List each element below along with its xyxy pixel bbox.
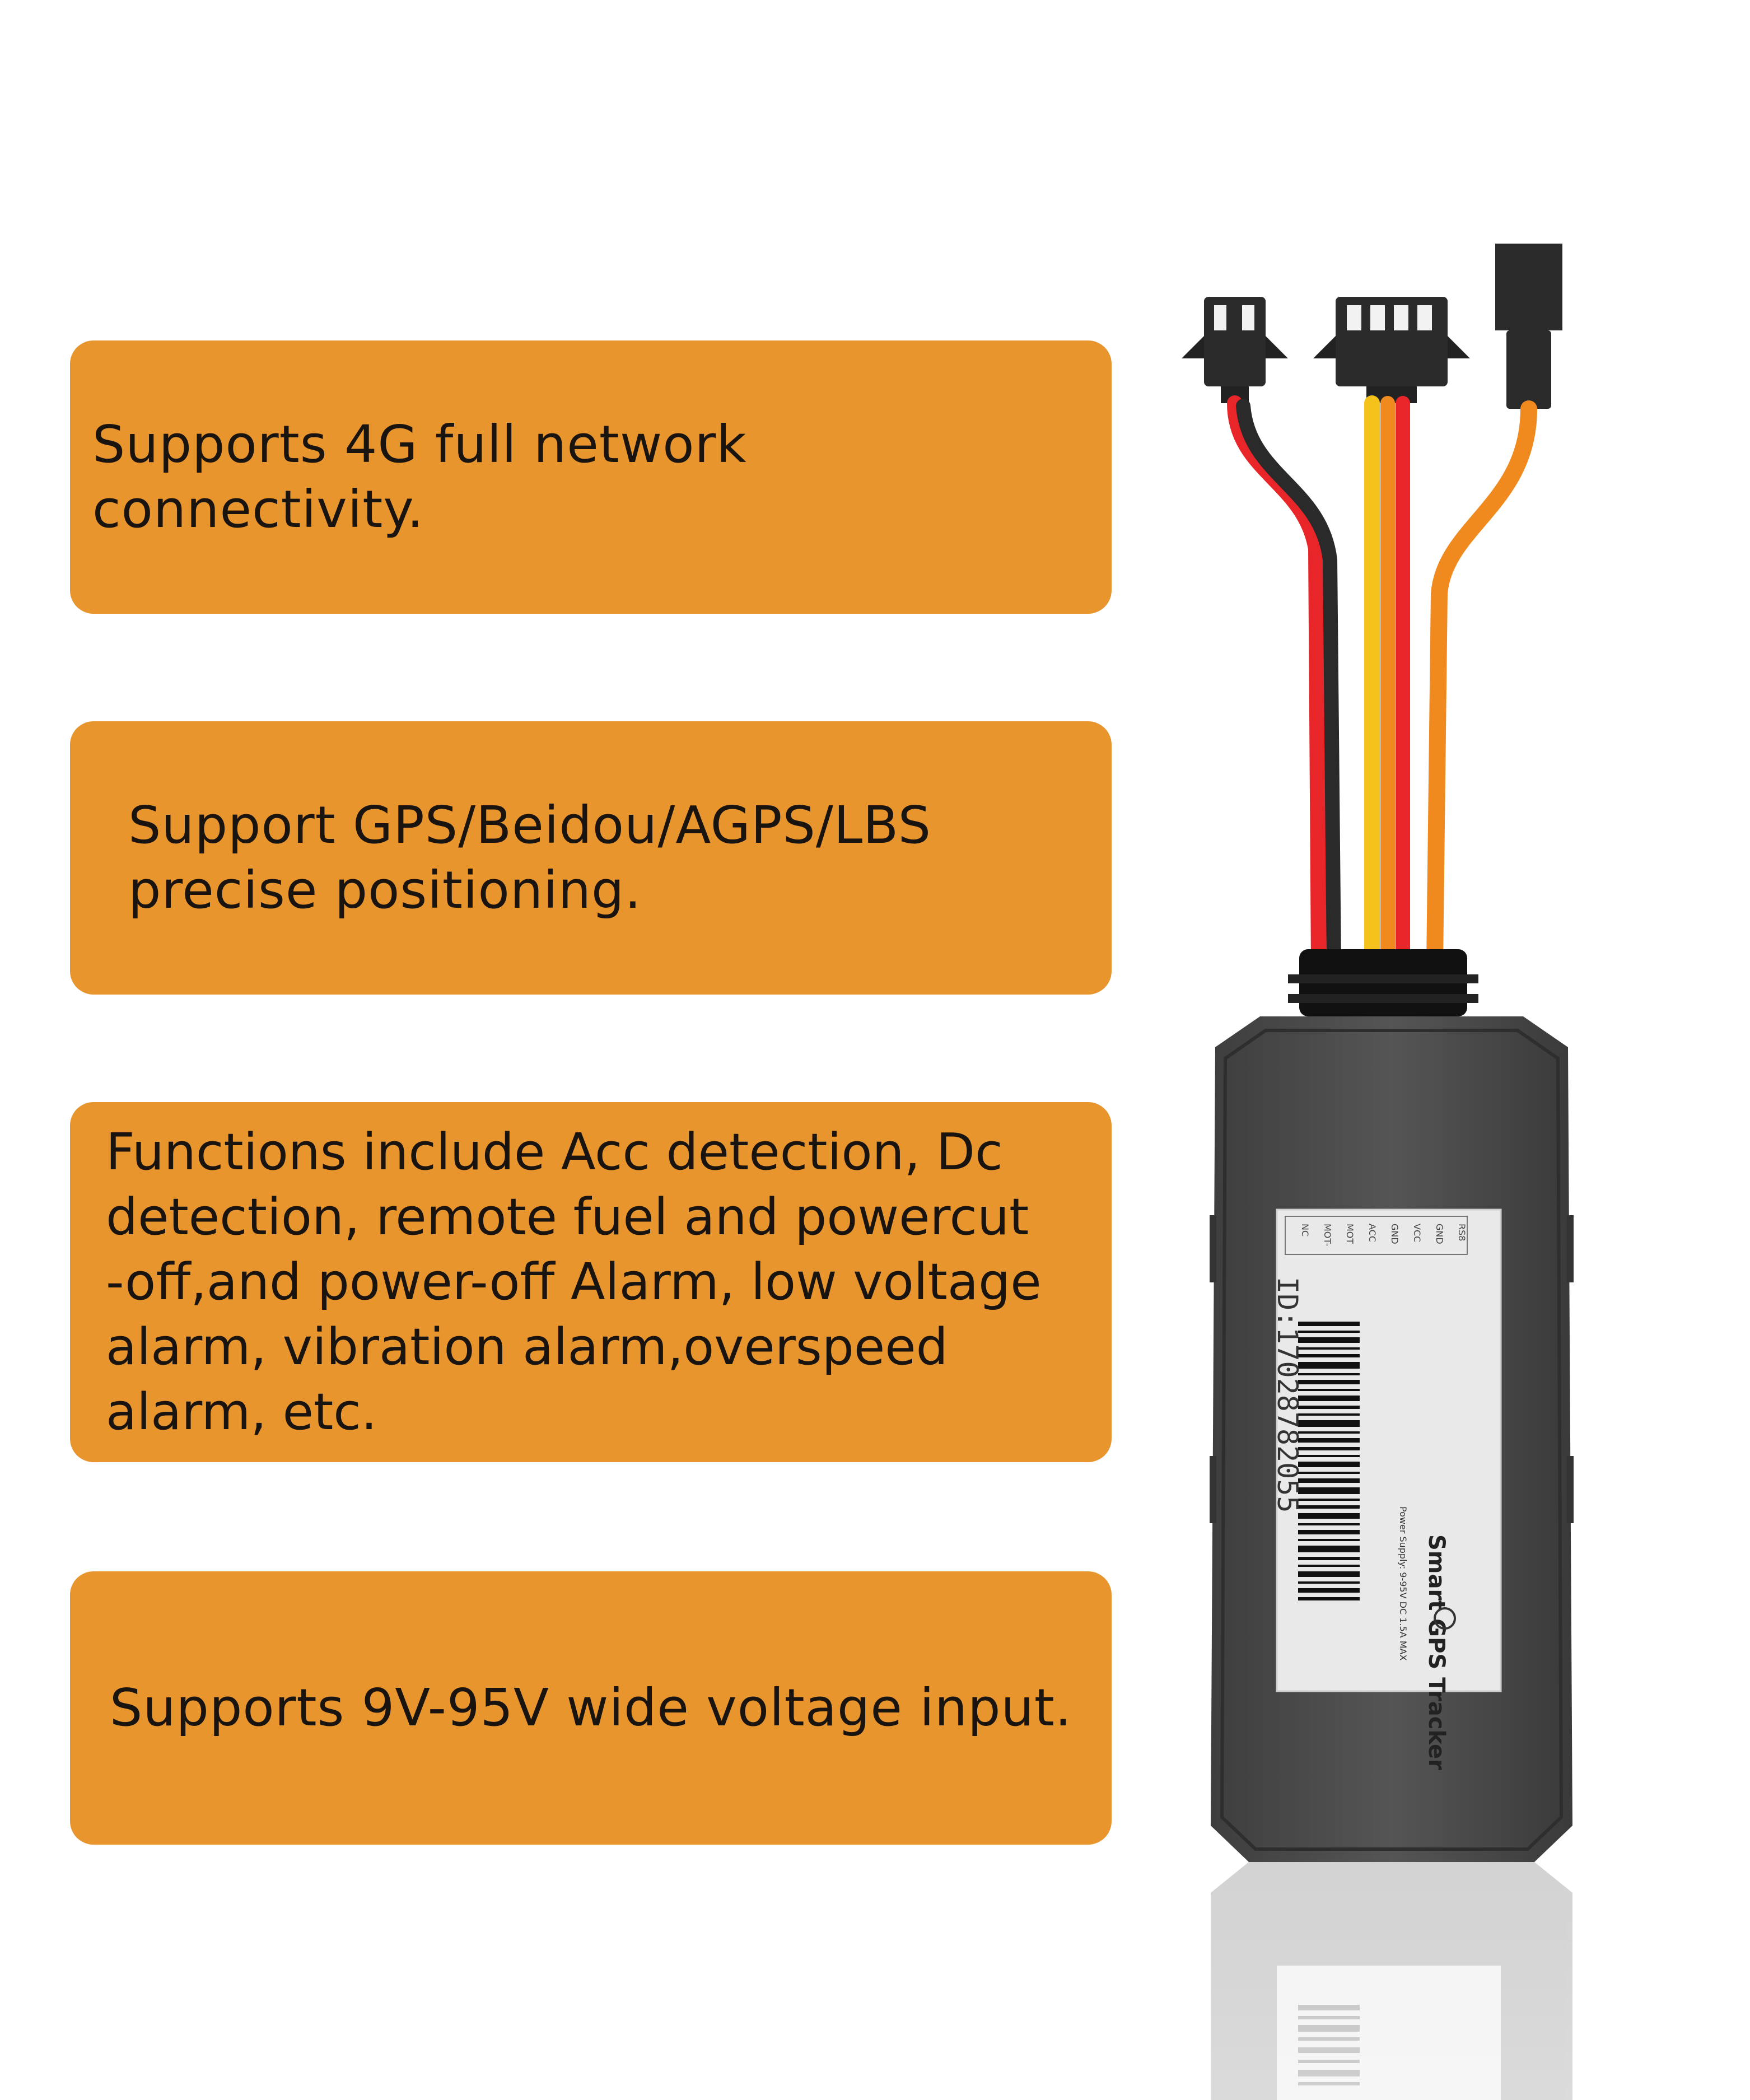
pin-label: MOT — [1345, 1224, 1355, 1244]
connector-right — [1495, 244, 1562, 409]
gps-tracker-image: Smart GPS Tracker Power Supply: 9-95V DC… — [1176, 244, 1590, 2100]
pin-label: VCC — [1412, 1224, 1422, 1242]
device-power: Power Supply: 9-95V DC 1.5A MAX — [1398, 1506, 1408, 1660]
device-title: Smart GPS Tracker — [1424, 1534, 1449, 1770]
device-id: ID:17028782055 — [1271, 1277, 1304, 1513]
feature-text-4g: Supports 4G full network connectivity. — [92, 414, 747, 539]
pin-label: NC — [1300, 1224, 1310, 1236]
pin-label: RS8 — [1457, 1224, 1467, 1241]
device-label: Smart GPS Tracker Power Supply: 9-95V DC… — [1271, 1208, 1502, 1770]
feature-text-functions: Functions include Acc detection, Dc dete… — [106, 1122, 1042, 1441]
grommet — [1288, 949, 1478, 1016]
feature-card-voltage: Supports 9V-95V wide voltage input. — [70, 1571, 1112, 1845]
connector-middle — [1313, 297, 1470, 403]
pin-label: GND — [1434, 1224, 1445, 1244]
feature-card-4g: Supports 4G full network connectivity. — [70, 340, 1112, 614]
feature-text-positioning: Support GPS/Beidou/AGPS/LBS precise posi… — [128, 795, 931, 920]
pin-label: ACC — [1367, 1224, 1378, 1242]
barcode — [1298, 1322, 1360, 1600]
feature-card-functions: Functions include Acc detection, Dc dete… — [70, 1102, 1112, 1462]
feature-text-voltage: Supports 9V-95V wide voltage input. — [109, 1678, 1072, 1738]
pin-label: MOT- — [1322, 1224, 1333, 1246]
pin-label: GND — [1389, 1224, 1400, 1244]
wires — [1227, 395, 1537, 972]
connector-left — [1182, 297, 1288, 403]
feature-card-positioning: Support GPS/Beidou/AGPS/LBS precise posi… — [70, 721, 1112, 995]
certification-icon — [1434, 1607, 1456, 1630]
